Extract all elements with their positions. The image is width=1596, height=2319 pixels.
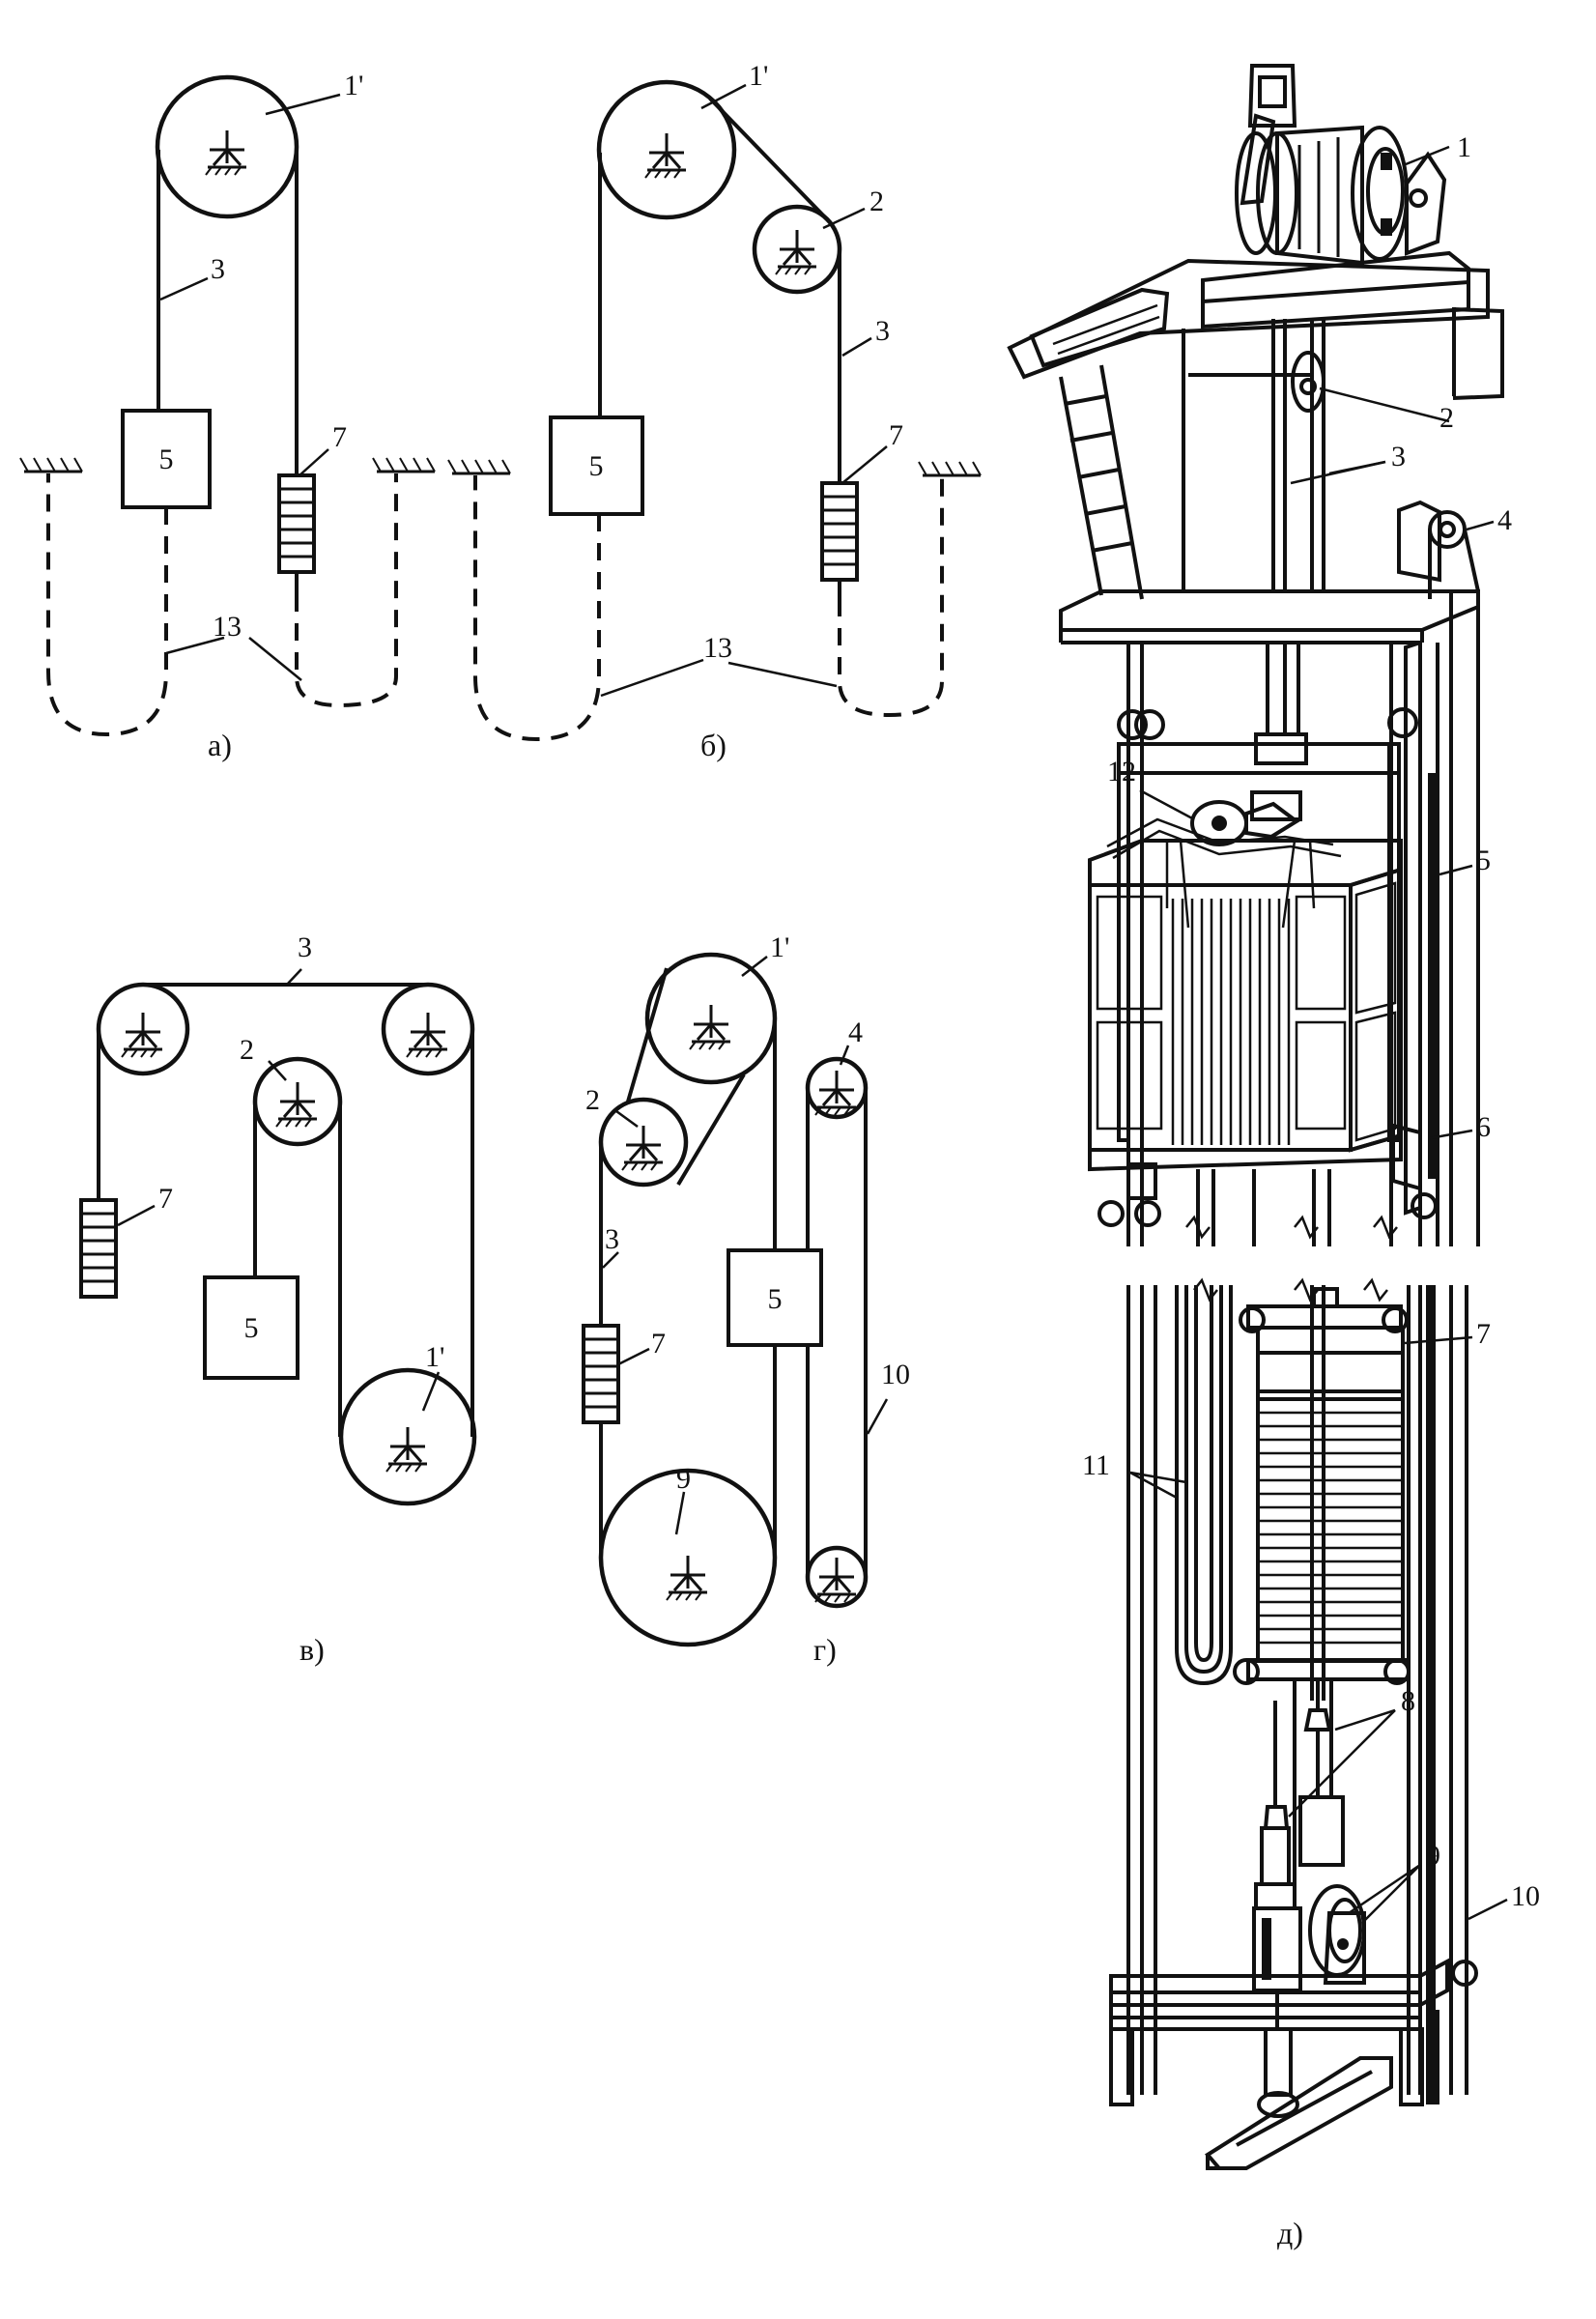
label-2: 2 [1439, 402, 1454, 434]
label-3: 3 [1391, 441, 1406, 472]
label-13: 13 [213, 611, 242, 643]
counterweight [820, 481, 859, 582]
car-box [121, 409, 212, 509]
car-section [1088, 591, 1480, 1246]
label-7: 7 [651, 1328, 666, 1360]
scheme-b: 5 1' 2 3 7 13 б) [446, 60, 983, 762]
counterweight [277, 473, 316, 574]
caption-a: а) [208, 728, 232, 762]
label-2: 2 [240, 1034, 254, 1066]
ladder [1059, 364, 1144, 600]
compensating-rope [838, 478, 944, 718]
caption-d: д) [1277, 2216, 1303, 2250]
label-7: 7 [889, 419, 903, 451]
label-10: 10 [1511, 1880, 1540, 1912]
label-4: 4 [848, 1016, 863, 1048]
label-12: 12 [1107, 756, 1136, 787]
car-box [203, 1275, 299, 1380]
label-3: 3 [211, 253, 225, 285]
label-4: 4 [1497, 504, 1512, 536]
caption-b: б) [700, 728, 727, 762]
label-1prime: 1' [425, 1341, 444, 1373]
car-label: 5 [589, 450, 604, 482]
shaft-perspective: 1 2 3 4 5 6 7 11 8 9 10 12 [1007, 64, 1540, 2250]
scheme-g: 5 1' 2 4 3 7 9 10 г) [582, 931, 910, 1667]
label-9: 9 [1426, 1840, 1440, 1872]
scheme-a: 5 1' 3 7 13 а) [18, 70, 437, 762]
counterweight [582, 1324, 620, 1424]
counterweight [79, 1198, 118, 1299]
caption-g: г) [813, 1632, 837, 1667]
label-3: 3 [875, 315, 890, 347]
view-d-labels: 1 2 3 4 5 6 7 11 8 9 10 12 [1082, 131, 1540, 2250]
caption-v: в) [299, 1632, 325, 1667]
label-8: 8 [1401, 1685, 1415, 1717]
label-3: 3 [605, 1223, 619, 1255]
traveling-cables [1175, 1285, 1233, 1686]
label-2: 2 [585, 1084, 600, 1116]
label-1: 1 [1457, 131, 1471, 163]
compensating-rope [473, 475, 601, 742]
pit-section [1109, 1277, 1478, 2170]
machine-room [1007, 64, 1504, 644]
label-7: 7 [332, 421, 347, 453]
label-9: 9 [676, 1463, 691, 1495]
car-box [727, 1248, 823, 1347]
label-13: 13 [703, 632, 732, 664]
label-10: 10 [881, 1359, 910, 1390]
label-6: 6 [1476, 1111, 1491, 1143]
label-1prime: 1' [344, 70, 363, 101]
counterweight-frame [1233, 1285, 1411, 1701]
deflector-sheave [1291, 351, 1325, 413]
tension-pulley [1308, 1884, 1366, 1985]
label-1prime: 1' [770, 931, 789, 963]
label-5: 5 [1476, 845, 1491, 876]
label-11: 11 [1082, 1449, 1110, 1481]
car-label: 5 [159, 444, 174, 475]
compensating-rope [46, 473, 168, 737]
label-7: 7 [1476, 1318, 1491, 1350]
speed-governor [1397, 500, 1480, 599]
label-3: 3 [298, 931, 312, 963]
label-1prime: 1' [749, 60, 768, 92]
car-label: 5 [244, 1312, 259, 1344]
label-7: 7 [158, 1183, 173, 1215]
car-box [549, 415, 644, 516]
label-2: 2 [869, 186, 884, 217]
compensating-rope [295, 473, 398, 708]
car-label: 5 [768, 1283, 783, 1315]
car-door [1171, 899, 1291, 1145]
scheme-v: 5 3 2 7 1' в) [79, 931, 477, 1667]
winch-unit [1235, 113, 1447, 266]
